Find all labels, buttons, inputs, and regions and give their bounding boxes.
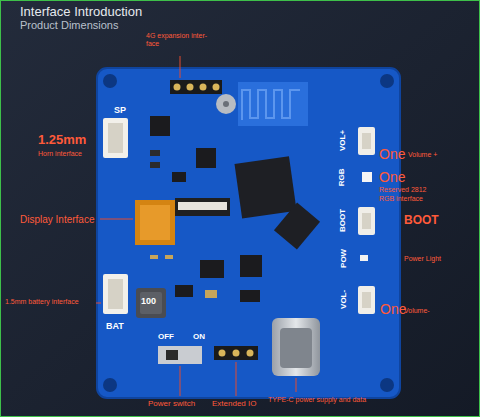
subtitle: Product Dimensions — [20, 19, 118, 31]
callout-label: BOOT — [404, 214, 439, 227]
silk-label: RGB — [338, 169, 347, 187]
callout-label: Reserved 2812 — [379, 186, 426, 194]
part-marking: 100 — [141, 297, 156, 307]
callout-label: Extended IO — [212, 400, 256, 409]
callout-label: Volume- — [404, 307, 430, 315]
callout-label: RGB interface — [379, 195, 423, 203]
callout-label: Volume + — [408, 151, 437, 159]
silk-label: ON — [193, 333, 205, 342]
callout-label: Display Interface — [20, 214, 94, 225]
silk-label: VOL- — [340, 290, 349, 309]
callout-label: One — [379, 147, 405, 162]
silk-label: SP — [114, 106, 126, 116]
callout-label: One — [379, 170, 405, 185]
callout-label: TYPE-C power supply and data — [268, 396, 366, 404]
silk-label: POW — [340, 249, 349, 268]
dimension-label: 1.25mm — [38, 133, 86, 147]
silk-label: OFF — [158, 333, 174, 342]
callout-label: Power switch — [148, 400, 195, 409]
callout-label: 4G expansion inter- face — [146, 32, 216, 47]
callout-label: Horn interface — [38, 150, 82, 158]
silk-label: BAT — [106, 322, 124, 332]
callout-label: 1.5mm battery interface — [5, 298, 79, 306]
silk-label: VOL+ — [339, 130, 348, 151]
page-title: Interface Introduction — [20, 5, 142, 19]
callout-label: Power Light — [404, 255, 441, 263]
silk-label: BOOT — [339, 209, 348, 232]
callout-label: One — [380, 302, 406, 317]
